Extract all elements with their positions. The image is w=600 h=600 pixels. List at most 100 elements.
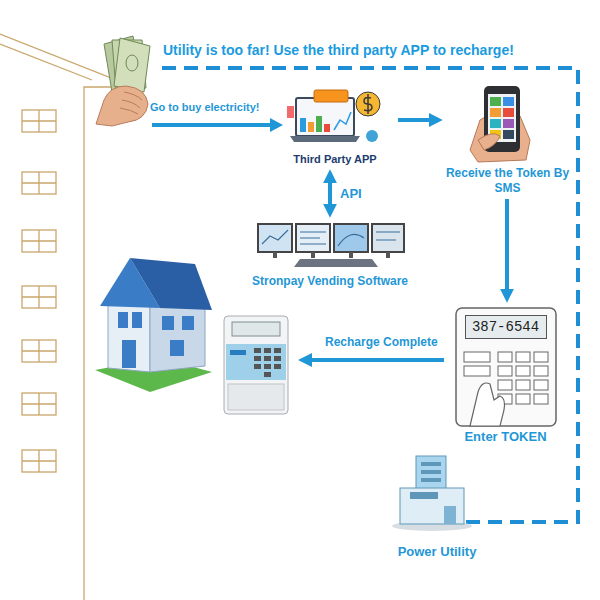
- edge-label: API: [338, 186, 364, 201]
- app-tile: [503, 130, 514, 139]
- meter-panel: [226, 344, 286, 380]
- house-wall: [150, 303, 205, 372]
- arrow-label: Recharge Complete: [325, 335, 438, 349]
- building-window: [22, 110, 56, 132]
- building-window: [22, 172, 56, 194]
- building-window: [421, 462, 441, 466]
- cash-hand: [96, 36, 150, 126]
- monitor: [296, 98, 354, 136]
- building-window: [22, 340, 56, 362]
- keypad-key: [516, 366, 530, 376]
- app-tile: [490, 108, 501, 117]
- meter-key: [264, 356, 271, 361]
- app-tile: [490, 119, 501, 128]
- building-window: [22, 172, 56, 194]
- app-illustration: [287, 90, 380, 142]
- house-roof: [130, 258, 212, 310]
- process-node: 387-6544Enter TOKEN: [448, 305, 563, 444]
- screen-stand: [386, 252, 390, 258]
- screen: [372, 224, 404, 252]
- meter-body: [224, 316, 288, 414]
- keypad: [456, 308, 556, 426]
- chart-bar: [308, 122, 314, 132]
- coin-mark: [364, 94, 372, 114]
- building-sign: [410, 492, 438, 499]
- chart-line: [334, 112, 351, 130]
- keypad-key: [464, 352, 490, 362]
- screen-content: [262, 230, 400, 246]
- keypad-key: [498, 366, 512, 376]
- meter-key: [274, 348, 281, 353]
- building-window: [22, 286, 56, 308]
- arrow-head: [298, 353, 312, 367]
- laptop-base: [290, 136, 360, 142]
- building-annex: [400, 488, 464, 524]
- building-window: [22, 340, 56, 362]
- arrow-shaft: [152, 123, 272, 127]
- keypad-key: [516, 352, 530, 362]
- meter-logo: [230, 350, 246, 355]
- finger-lines: [120, 92, 142, 114]
- chart-bar: [316, 116, 322, 132]
- flow-arrow: [328, 179, 332, 208]
- fist: [96, 86, 148, 126]
- building-window: [421, 478, 441, 482]
- arrow-label: Go to buy electricity!: [150, 101, 259, 113]
- keypad-key: [534, 352, 548, 362]
- process-node: Power Utility: [387, 452, 487, 559]
- buy-arrow: [152, 118, 283, 132]
- meter-base: [228, 384, 284, 410]
- flow-arrow: [505, 199, 509, 293]
- meter-key: [254, 348, 261, 353]
- dashed-route: [162, 68, 578, 522]
- building-window: [22, 230, 56, 252]
- building-window: [22, 393, 56, 415]
- building-window: [22, 393, 56, 415]
- flow-arrow: [398, 118, 433, 122]
- keypad-key: [516, 394, 530, 404]
- utility-building: [392, 456, 472, 531]
- meter-key: [274, 356, 281, 361]
- hand: [470, 112, 530, 162]
- building-window: [22, 450, 56, 472]
- keyboard: [294, 259, 378, 267]
- app-tile: [490, 97, 501, 106]
- meter: [224, 316, 288, 414]
- keypad-key: [534, 366, 548, 376]
- meter-key: [274, 364, 281, 369]
- node-caption: Stronpay Vending Software: [240, 274, 420, 289]
- house-wall: [108, 300, 150, 372]
- token-display: 387-6544: [465, 315, 547, 339]
- building-window: [22, 110, 56, 132]
- house: [95, 258, 212, 392]
- node-caption: Third Party APP: [275, 152, 395, 167]
- node-caption: Power Utility: [387, 544, 487, 559]
- screen-stand: [311, 252, 315, 258]
- node-caption: Receive the Token By SMS: [445, 166, 570, 196]
- arrow-head: [270, 118, 283, 132]
- building-window: [22, 450, 56, 472]
- building-door: [444, 506, 456, 524]
- meter-key: [254, 364, 261, 369]
- meter-key: [264, 364, 271, 369]
- banknote: [114, 38, 150, 92]
- node-caption: Enter TOKEN: [448, 429, 563, 444]
- meter-key: [264, 348, 271, 353]
- keypad-body: [456, 308, 556, 426]
- app-icon: [287, 106, 294, 118]
- screen-stand: [273, 252, 277, 258]
- building-roof: [0, 44, 92, 80]
- house-window: [132, 312, 142, 328]
- app-tile: [503, 108, 514, 117]
- chart-bar: [324, 124, 330, 132]
- meter-key: [254, 356, 261, 361]
- keypad-key: [464, 366, 490, 376]
- building-window: [421, 470, 441, 474]
- screen: [334, 224, 368, 252]
- house-door: [122, 340, 136, 368]
- gear-icon: [366, 130, 378, 142]
- house-window: [118, 312, 128, 328]
- house-window: [162, 316, 174, 330]
